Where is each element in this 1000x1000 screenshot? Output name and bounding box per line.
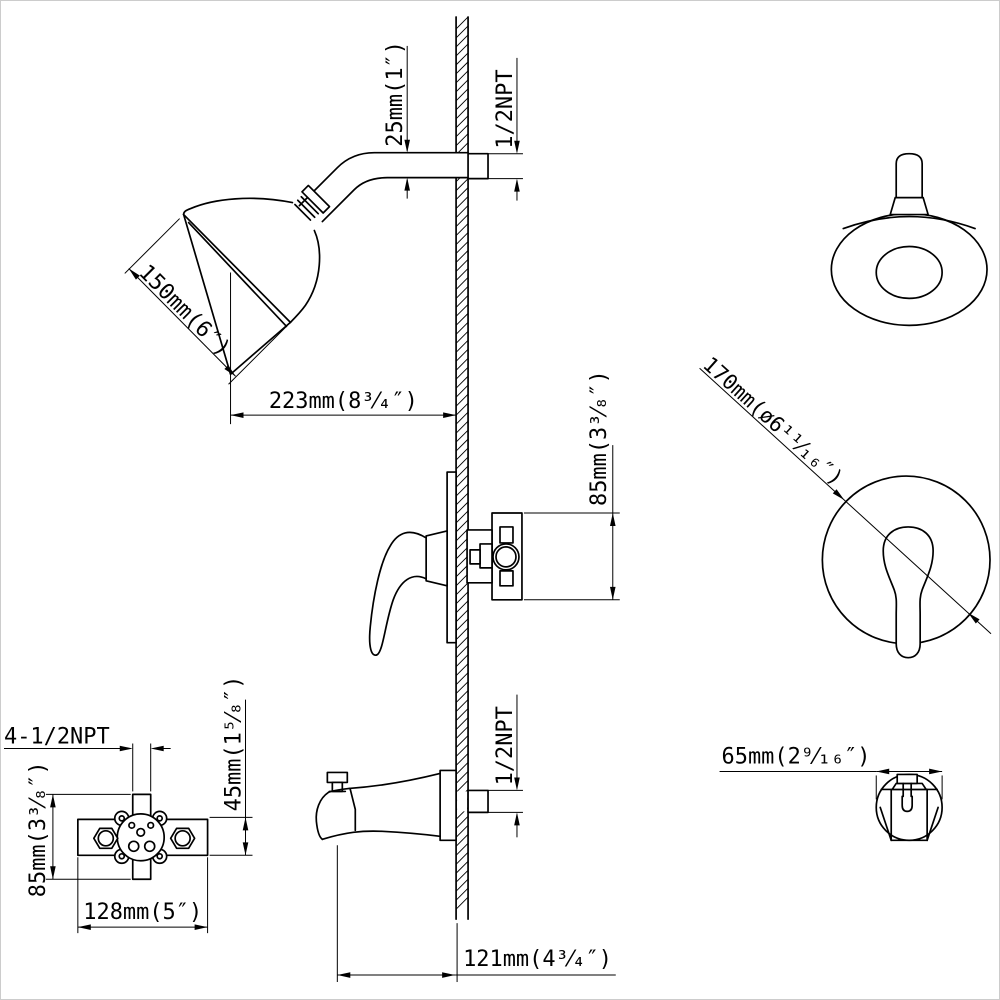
spout-nose-joint bbox=[349, 788, 357, 832]
shower-head-side bbox=[182, 197, 321, 376]
valve-trim-front bbox=[821, 475, 991, 659]
valve-tab-bottom bbox=[499, 570, 514, 587]
valve-flange bbox=[116, 813, 166, 862]
arm-collar-nut bbox=[294, 184, 331, 221]
dimensions bbox=[3, 45, 992, 983]
label-head-to-wall: 223mm(8³⁄₄″) bbox=[269, 389, 418, 414]
spout-nose bbox=[315, 787, 351, 841]
shower-head-front bbox=[830, 152, 988, 327]
valve-port-outer bbox=[492, 543, 520, 571]
handle-lever bbox=[368, 531, 427, 656]
trim-plate bbox=[446, 471, 457, 644]
valve-port-inner bbox=[495, 546, 517, 568]
label-spout-reach: 121mm(4³⁄₄″) bbox=[463, 947, 612, 972]
spout-npt-stub bbox=[467, 789, 489, 814]
spout-front-flare bbox=[891, 782, 927, 791]
label-valve-pipe-height: 85mm(3³⁄₈″) bbox=[26, 761, 51, 897]
spout-wall-flange bbox=[439, 769, 457, 842]
tub-spout-front bbox=[875, 773, 943, 842]
valve-stem-outer bbox=[479, 543, 493, 569]
label-valve-bar-width: 128mm(5″) bbox=[83, 900, 202, 925]
head-face-inner bbox=[875, 245, 943, 300]
label-spout-face-width: 65mm(2⁹⁄₁₆″) bbox=[722, 744, 871, 769]
arm-npt-stub bbox=[467, 152, 489, 180]
valve-tab-top bbox=[499, 526, 514, 544]
head-rim-inner bbox=[187, 221, 288, 328]
dimension-arrows bbox=[50, 139, 980, 978]
spout-front-outlet bbox=[901, 795, 914, 813]
head-arm-flare bbox=[889, 196, 929, 216]
shower-arm-side bbox=[294, 151, 489, 223]
valve-side bbox=[368, 471, 523, 656]
handle-base bbox=[425, 530, 448, 587]
label-arm-thread: 1/2NPT bbox=[493, 69, 518, 148]
valve-stem-inner bbox=[469, 549, 481, 565]
spout-front-knob bbox=[896, 773, 919, 785]
diverter-knob-cap bbox=[326, 771, 349, 784]
label-spout-thread: 1/2NPT bbox=[493, 706, 518, 785]
spout-wall-pass bbox=[457, 791, 468, 812]
wall-hatch bbox=[455, 16, 469, 910]
head-shoulder-arc bbox=[842, 215, 976, 230]
label-valve-depth: 85mm(3³⁄₈″) bbox=[587, 370, 612, 506]
head-rim-outer bbox=[182, 213, 292, 324]
label-valve-bar-height: 45mm(1⁵⁄₈″) bbox=[222, 676, 247, 812]
tub-spout-side bbox=[315, 769, 489, 842]
rough-in-valve-front bbox=[76, 793, 209, 881]
label-arm-diameter: 25mm(1″) bbox=[383, 41, 408, 147]
label-valve-ports: 4-1/2NPT bbox=[4, 725, 110, 750]
trim-handle bbox=[882, 526, 934, 659]
